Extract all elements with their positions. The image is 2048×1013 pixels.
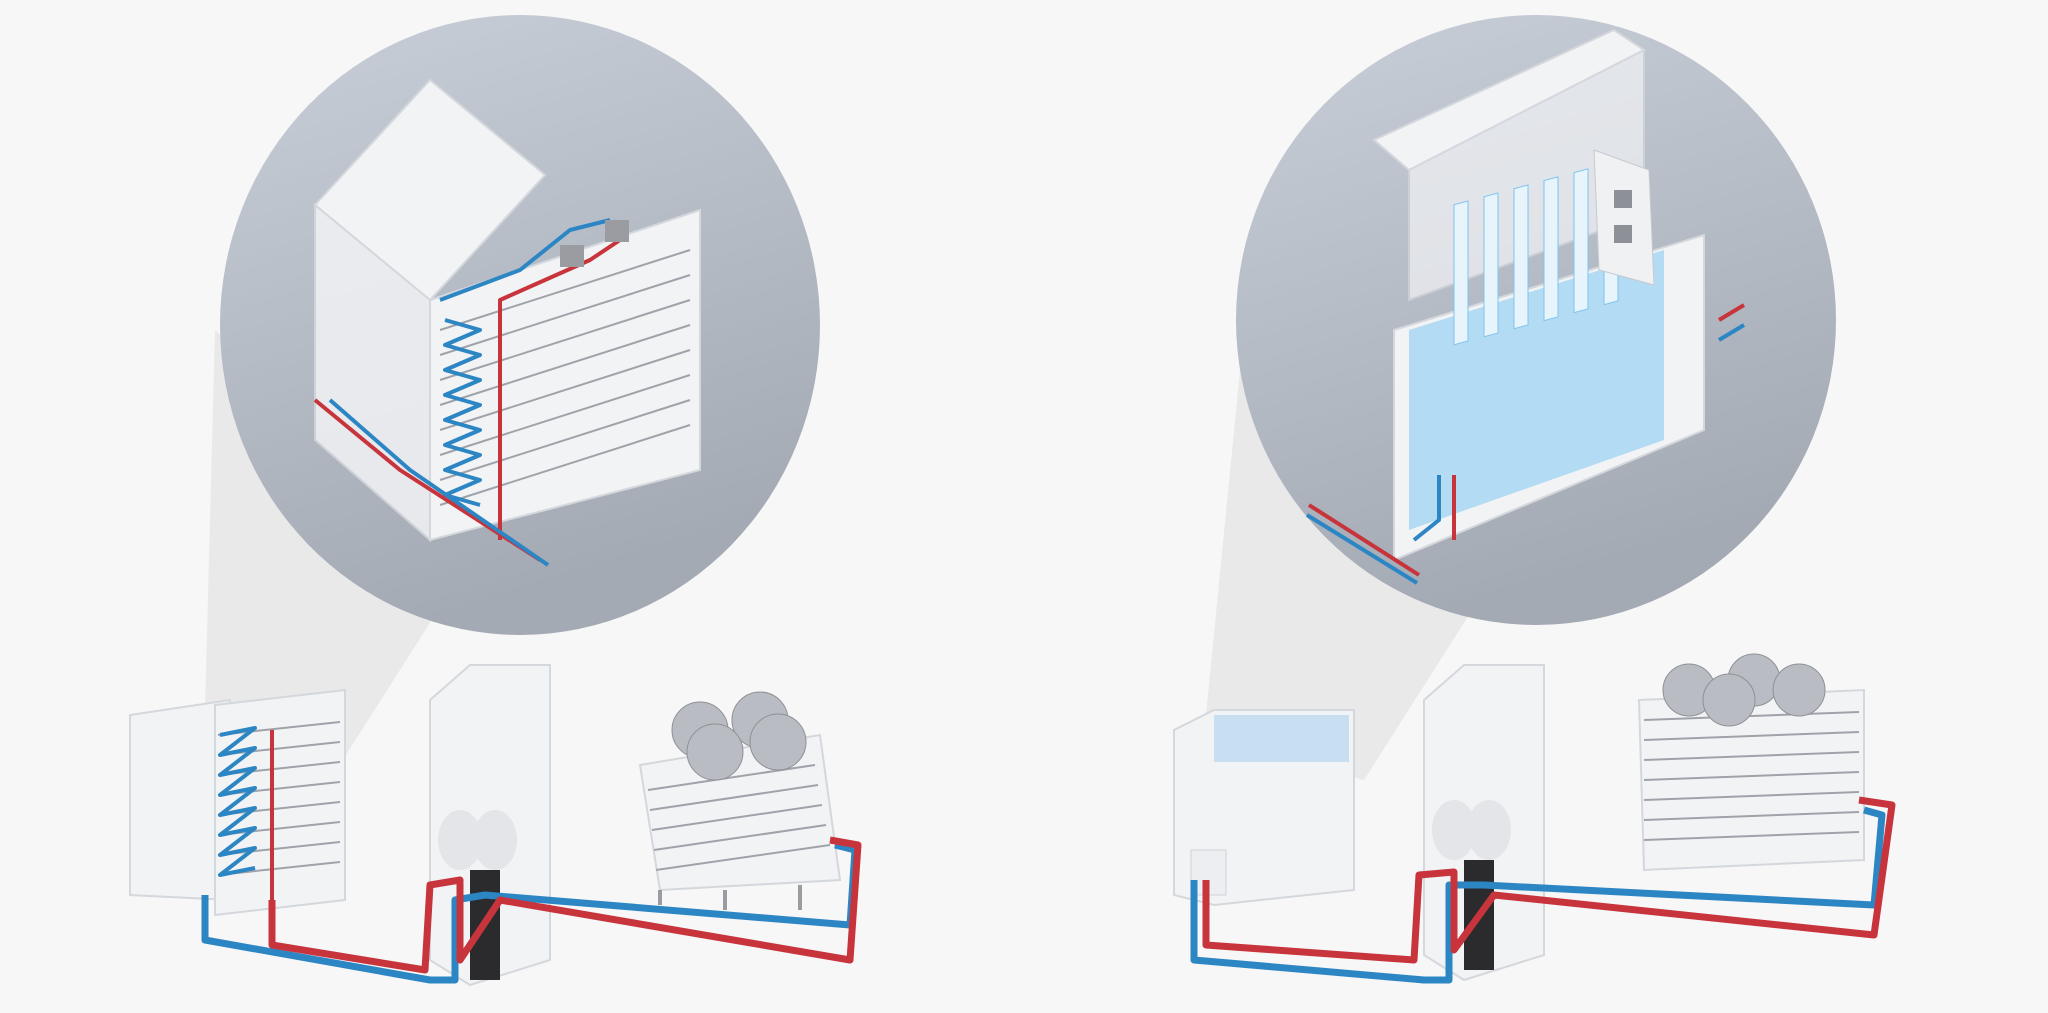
hot-pipe (268, 836, 862, 974)
fan-icon (749, 713, 807, 771)
coolant (1409, 250, 1664, 530)
cold-plate-cooling-panel (129, 15, 862, 987)
fan-icon (686, 723, 744, 781)
dry-cooler (1637, 653, 1865, 872)
immersion-illustration (1173, 15, 1896, 984)
immersion-tank (1173, 709, 1355, 907)
cooling-distribution-unit (429, 664, 551, 987)
server-board (1593, 149, 1655, 286)
server-rack (129, 688, 346, 917)
server-rack-closeup (313, 78, 701, 567)
immersion-cooling-panel (1024, 0, 2048, 1013)
cold-plate-illustration (129, 15, 862, 987)
dry-cooler (638, 691, 842, 910)
cold-pipe (1190, 806, 1886, 984)
hot-pipe (1202, 796, 1896, 964)
cold-plate-icon (560, 245, 584, 267)
fan-icon (1772, 663, 1826, 717)
fan-icon (1702, 673, 1756, 727)
immersion-tank-closeup (1305, 28, 1746, 585)
cooling-distribution-unit (1423, 664, 1545, 982)
cold-plate-icon (605, 220, 629, 242)
